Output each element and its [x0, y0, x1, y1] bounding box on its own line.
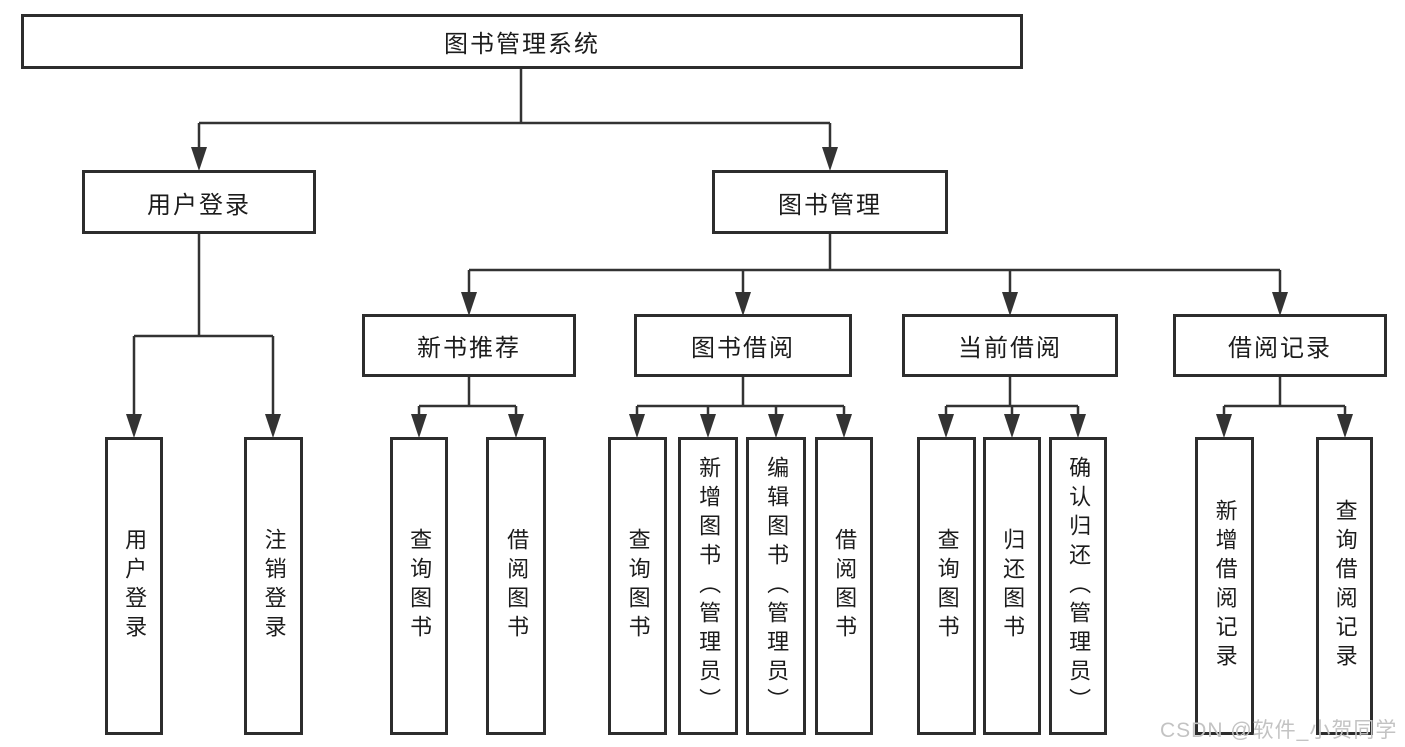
node-label: 当前借阅 — [958, 335, 1062, 362]
leaf-query-borrow-record: 查询借阅记录 — [1316, 437, 1373, 735]
leaf-label: 编辑图书（管理员） — [764, 455, 790, 717]
leaf-edit-book-admin: 编辑图书（管理员） — [746, 437, 806, 735]
leaf-label: 查询借阅记录 — [1332, 499, 1358, 673]
leaf-label: 注销登录 — [261, 528, 287, 644]
leaf-label: 新增图书（管理员） — [696, 455, 722, 717]
node-current-borrowing: 当前借阅 — [902, 314, 1118, 377]
leaf-logout-login: 注销登录 — [244, 437, 303, 735]
node-library-management-system: 图书管理系统 — [21, 14, 1023, 69]
leaf-label: 归还图书 — [1000, 528, 1026, 644]
node-label: 借阅记录 — [1228, 335, 1332, 362]
node-new-book-recommendation: 新书推荐 — [362, 314, 576, 377]
leaf-label: 查询图书 — [625, 528, 651, 644]
node-label: 图书管理系统 — [444, 31, 600, 58]
node-label: 图书管理 — [778, 191, 882, 219]
leaf-query-books-borrowing: 查询图书 — [608, 437, 667, 735]
arrowheads — [126, 147, 1353, 438]
leaf-label: 借阅图书 — [504, 528, 530, 644]
leaf-label: 确认归还（管理员） — [1066, 455, 1092, 717]
leaf-label: 查询图书 — [407, 528, 433, 644]
node-user-login: 用户登录 — [82, 170, 316, 234]
leaf-label: 用户登录 — [122, 528, 148, 644]
connector-lines — [132, 68, 1347, 416]
node-borrowing-records: 借阅记录 — [1173, 314, 1387, 377]
leaf-user-login: 用户登录 — [105, 437, 163, 735]
node-label: 图书借阅 — [691, 335, 795, 362]
node-book-borrowing: 图书借阅 — [634, 314, 852, 377]
leaf-confirm-return-admin: 确认归还（管理员） — [1049, 437, 1107, 735]
leaf-borrow-books-recommend: 借阅图书 — [486, 437, 546, 735]
node-label: 用户登录 — [147, 191, 251, 219]
leaf-borrow-books-borrowing: 借阅图书 — [815, 437, 873, 735]
leaf-add-borrow-record: 新增借阅记录 — [1195, 437, 1254, 735]
leaf-label: 借阅图书 — [832, 528, 858, 644]
node-label: 新书推荐 — [417, 335, 521, 362]
leaf-label: 查询图书 — [934, 528, 960, 644]
node-book-management: 图书管理 — [712, 170, 948, 234]
leaf-query-books-recommend: 查询图书 — [390, 437, 448, 735]
leaf-label: 新增借阅记录 — [1212, 499, 1238, 673]
leaf-query-books-current: 查询图书 — [917, 437, 976, 735]
leaf-return-books: 归还图书 — [983, 437, 1041, 735]
watermark-text: CSDN @软件_小贺同学 — [1160, 719, 1398, 742]
leaf-add-book-admin: 新增图书（管理员） — [678, 437, 738, 735]
